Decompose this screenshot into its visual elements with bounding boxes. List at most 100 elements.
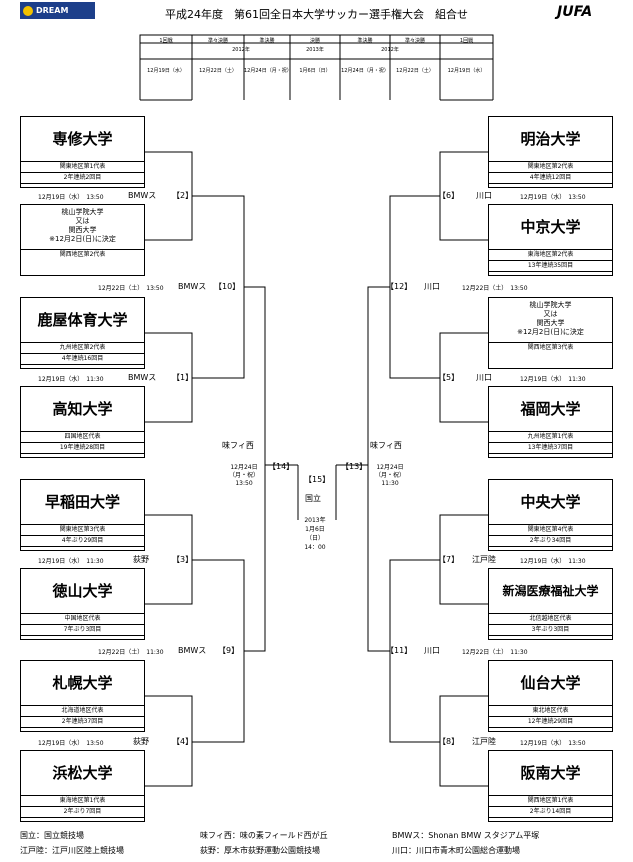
venue-legend: 川口：川口市青木町公園総合運動場 [392,846,520,855]
match-number: 【4】 [172,737,194,746]
team-box: 専修大学 関東地区第1代表 2年連続2回目 [20,116,145,188]
team-rep: 関西地区第1代表 [489,795,612,806]
team-rep: 北海道地区代表 [21,705,144,716]
team-name: 鹿屋体育大学 [37,310,128,329]
team-rep: 関東地区第4代表 [489,524,612,535]
team-history: 2年ぶり34回目 [489,535,612,547]
team-rep: 関西地区第3代表 [489,342,612,353]
match-date: 12月24日 （月・祝） 11:30 [374,464,405,487]
team-name: 早稲田大学 [44,492,120,511]
match-number: 【15】 [304,475,331,484]
match-info: 12月19日（水） 13:50 [38,740,104,747]
match-info: 12月22日（土） 11:30 [462,649,528,656]
team-history: 2年ぶり14回目 [489,806,612,818]
team-box: 中京大学 東海地区第2代表 13年連続35回目 [488,204,613,276]
match-number: 【14】 [268,462,295,471]
match-info: 12月22日（土） 13:50 [98,285,164,292]
year-label: 2012年 [381,47,399,53]
round-date: 12月22日（土） [199,68,237,74]
match-venue: 江戸陸 [472,555,496,564]
venue-legend: 江戸陸：江戸川区陸上競技場 [20,846,124,855]
match-venue: BMWス [128,373,157,382]
ball-icon [23,5,33,16]
team-name: 徳山大学 [52,581,113,600]
team-name: 専修大学 [52,129,113,148]
team-rep: 東海地区第2代表 [489,249,612,260]
match-venue: 荻野 [133,555,149,564]
team-box: 福岡大学 九州地区第1代表 13年連続37回目 [488,386,613,458]
year-label: 2012年 [232,47,250,53]
team-box: 高知大学 四国地区代表 19年連続28回目 [20,386,145,458]
round-date: 12月19日（水） [447,68,486,74]
match-number: 【7】 [438,555,460,564]
team-box: 浜松大学 東海地区第1代表 2年ぶり7回目 [20,750,145,822]
team-rep: 関東地区第3代表 [21,524,144,535]
team-box: 桃山学院大学 又は 関西大学 ※12月2日(日)に決定 関西地区第2代表 [20,204,145,276]
match-venue: 川口 [424,282,440,291]
team-box: 新潟医療福祉大学 北信越地区代表 3年ぶり3回目 [488,568,613,640]
match-venue: 味フィ西 [222,441,254,450]
match-number: 【1】 [172,373,194,382]
year-label: 2013年 [306,47,324,53]
team-name: 阪南大学 [520,763,581,782]
team-name: 新潟医療福祉大学 [502,583,599,598]
team-rep: 関東地区第2代表 [489,161,612,172]
match-venue: 国立 [305,494,321,503]
team-history: 2年ぶり7回目 [21,806,144,818]
match-number: 【8】 [438,737,460,746]
match-info: 12月19日（水） 11:30 [38,558,104,565]
team-name: 高知大学 [52,399,113,418]
team-box: 仙台大学 東北地区代表 12年連続29回目 [488,660,613,732]
match-number: 【11】 [386,646,413,655]
match-number: 【9】 [218,646,240,655]
team-name: 浜松大学 [52,763,113,782]
match-info: 12月19日（水） 11:30 [520,558,586,565]
round-label: 準決勝 [357,38,373,44]
match-venue: 荻野 [133,737,149,746]
match-venue: BMWス [178,646,207,655]
team-history: 4年連続12回目 [489,172,612,184]
team-rep: 北信越地区代表 [489,613,612,624]
match-venue: 川口 [424,646,440,655]
round-label: 準々決勝 [207,38,228,44]
team-rep: 東海地区第1代表 [21,795,144,806]
dream-logo: DREAM [20,2,95,19]
round-date: 12月19日（水） [147,68,185,74]
match-number: 【6】 [438,191,460,200]
match-venue: 味フィ西 [370,441,402,450]
match-info: 12月19日（水） 11:30 [38,376,104,383]
team-rep: 四国地区代表 [21,431,144,442]
match-number: 【10】 [214,282,241,291]
team-rep: 東北地区代表 [489,705,612,716]
team-box: 鹿屋体育大学 九州地区第2代表 4年連続16回目 [20,297,145,369]
team-rep: 九州地区第2代表 [21,342,144,353]
match-info: 12月19日（水） 13:50 [38,194,104,201]
team-name-undecided: 桃山学院大学 又は 関西大学 ※12月2日(日)に決定 [517,301,584,336]
team-history: 7年ぶり3回目 [21,624,144,636]
round-label: 準決勝 [259,38,275,44]
team-history: 12年連続29回目 [489,716,612,728]
team-rep: 関西地区第2代表 [21,249,144,260]
match-number: 【2】 [172,191,194,200]
team-rep: 関東地区第1代表 [21,161,144,172]
round-label: 1回戦 [159,38,173,44]
team-history: 13年連続37回目 [489,442,612,454]
round-date: 12月22日（土） [396,68,434,74]
match-number: 【3】 [172,555,194,564]
match-number: 【5】 [438,373,460,382]
match-venue: 川口 [476,373,492,382]
team-history: 2年連続2回目 [21,172,144,184]
match-info: 12月19日（水） 11:30 [520,376,586,383]
round-date: 1月6日（日） [299,68,331,74]
team-box: 桃山学院大学 又は 関西大学 ※12月2日(日)に決定 関西地区第3代表 [488,297,613,369]
jufa-logo: JUFA [557,4,593,20]
page-title: 平成24年度 第61回全日本大学サッカー選手権大会 組合せ [165,8,468,21]
team-box: 明治大学 関東地区第2代表 4年連続12回目 [488,116,613,188]
match-info: 12月22日（土） 11:30 [98,649,164,656]
match-date: 12月24日 （月・祝） 13:50 [228,464,259,487]
match-info: 12月19日（水） 13:50 [520,194,586,201]
round-label: 1回戦 [459,38,474,44]
match-venue: 江戸陸 [472,737,496,746]
match-number: 【13】 [341,462,368,471]
